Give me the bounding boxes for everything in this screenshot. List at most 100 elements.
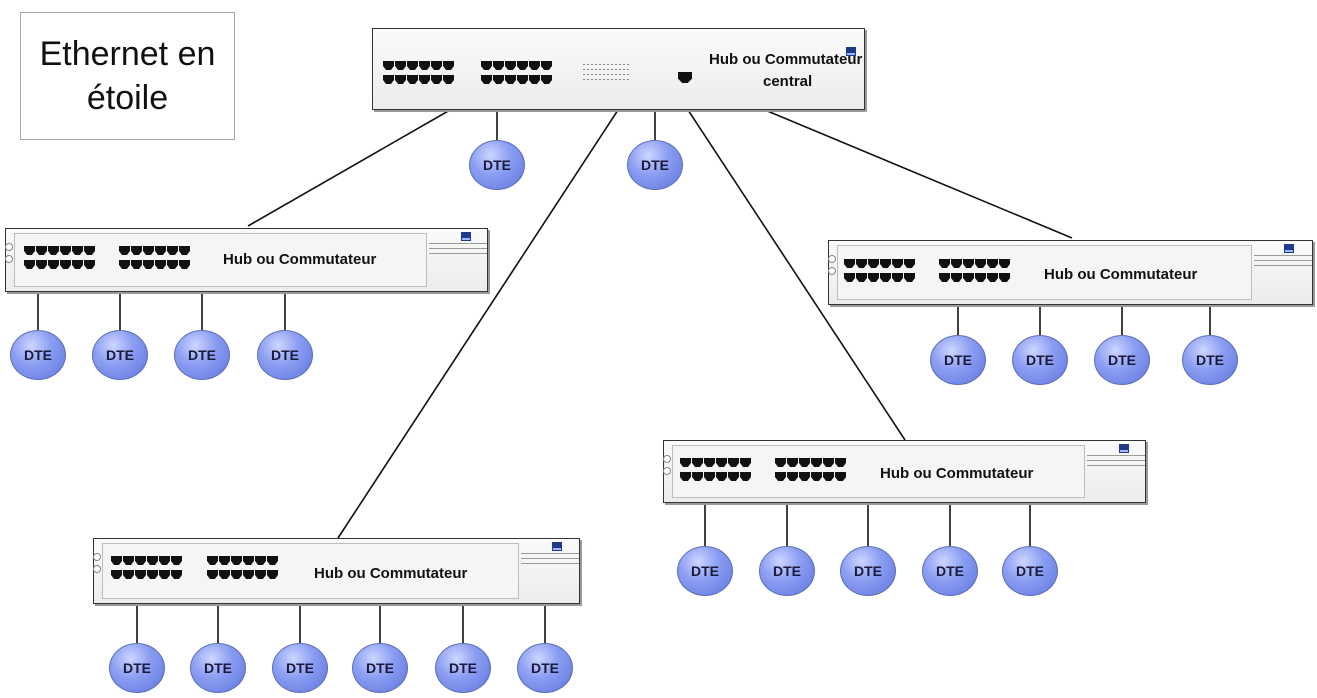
switch-logo-icon [1284,244,1294,253]
hub-logo-icon [846,47,856,56]
switch-logo-icon [1119,444,1129,453]
central-hub: Hub ou Commutateur central [372,28,865,110]
ethernet-port-icon [36,260,47,269]
switch-face [837,245,1252,300]
status-led-icon [627,74,629,75]
ethernet-port-icon [24,246,35,255]
ethernet-port-icon [939,273,950,282]
status-led-icon [591,79,593,80]
dte-label: DTE [944,352,972,368]
ethernet-port-icon [207,570,218,579]
switch-right: Hub ou Commutateur [828,240,1313,305]
ethernet-port-icon [987,259,998,268]
ethernet-port-icon [904,259,915,268]
status-led-icon [615,74,617,75]
status-led-icon [615,79,617,80]
ethernet-port-icon [787,472,798,481]
mount-hole-icon [663,455,671,463]
ethernet-port-icon [159,556,170,565]
ethernet-port-icon [775,472,786,481]
status-led-icon [619,69,621,70]
dte-central-2: DTE [627,140,683,190]
status-led-icon [591,74,593,75]
ethernet-port-icon [541,61,552,70]
ethernet-port-icon [811,458,822,467]
ethernet-port-icon [48,260,59,269]
status-led-icon [591,69,593,70]
status-led-icon [583,74,585,75]
ethernet-port-icon [72,246,83,255]
ethernet-port-icon [48,246,59,255]
status-led-icon [615,64,617,65]
ethernet-port-icon [179,260,190,269]
status-led-icon [607,69,609,70]
ethernet-port-icon [680,472,691,481]
status-led-icon [603,74,605,75]
ethernet-port-icon [787,458,798,467]
ethernet-port-icon [171,556,182,565]
ethernet-port-icon [383,61,394,70]
ethernet-port-icon [904,273,915,282]
ethernet-port-icon [159,570,170,579]
ethernet-port-icon [799,458,810,467]
status-led-icon [583,69,585,70]
ethernet-port-icon [951,259,962,268]
ethernet-port-icon [517,61,528,70]
ethernet-port-icon [505,75,516,84]
ethernet-port-icon [147,570,158,579]
status-led-icon [603,64,605,65]
dte-bottom-1: DTE [109,643,165,693]
switch-logo-icon [552,542,562,551]
dte-mid-5: DTE [1002,546,1058,596]
dte-label: DTE [271,347,299,363]
status-led-icon [587,64,589,65]
status-led-icon [599,69,601,70]
status-led-icon [587,69,589,70]
ethernet-port-icon [84,260,95,269]
dte-label: DTE [1026,352,1054,368]
status-led-icon [595,74,597,75]
ethernet-port-icon [267,570,278,579]
status-led-icon [599,74,601,75]
ethernet-port-icon [728,458,739,467]
status-led-icon [627,64,629,65]
ethernet-port-icon [111,556,122,565]
ethernet-port-icon [60,246,71,255]
dte-mid-3: DTE [840,546,896,596]
ethernet-port-icon [60,260,71,269]
port-block [111,556,183,579]
uplink-port-icon [678,72,692,83]
dte-left-3: DTE [174,330,230,380]
central-hub-label-line1: Hub ou Commutateur [709,51,863,68]
ethernet-port-icon [963,273,974,282]
switch-ear [519,539,579,603]
ethernet-port-icon [407,61,418,70]
ethernet-port-icon [493,75,504,84]
status-led-icon [619,74,621,75]
ethernet-port-icon [892,273,903,282]
status-led-icon [623,64,625,65]
ethernet-port-icon [939,259,950,268]
status-led-icon [603,69,605,70]
ethernet-port-icon [72,260,83,269]
dte-left-2: DTE [92,330,148,380]
ethernet-port-icon [999,273,1010,282]
dte-bottom-4: DTE [352,643,408,693]
cable-central-to-bottom-switch [337,109,619,539]
ethernet-port-icon [740,472,751,481]
status-led-icon [591,64,593,65]
ethernet-port-icon [155,246,166,255]
ethernet-port-icon [823,458,834,467]
ethernet-port-icon [123,556,134,565]
ethernet-port-icon [835,458,846,467]
status-led-icon [627,79,629,80]
dte-bottom-2: DTE [190,643,246,693]
ethernet-port-icon [143,260,154,269]
status-led-icon [587,74,589,75]
status-led-icon [623,69,625,70]
port-block [680,458,752,481]
ethernet-port-icon [419,61,430,70]
ethernet-port-icon [36,246,47,255]
ethernet-port-icon [147,556,158,565]
dte-bottom-5: DTE [435,643,491,693]
